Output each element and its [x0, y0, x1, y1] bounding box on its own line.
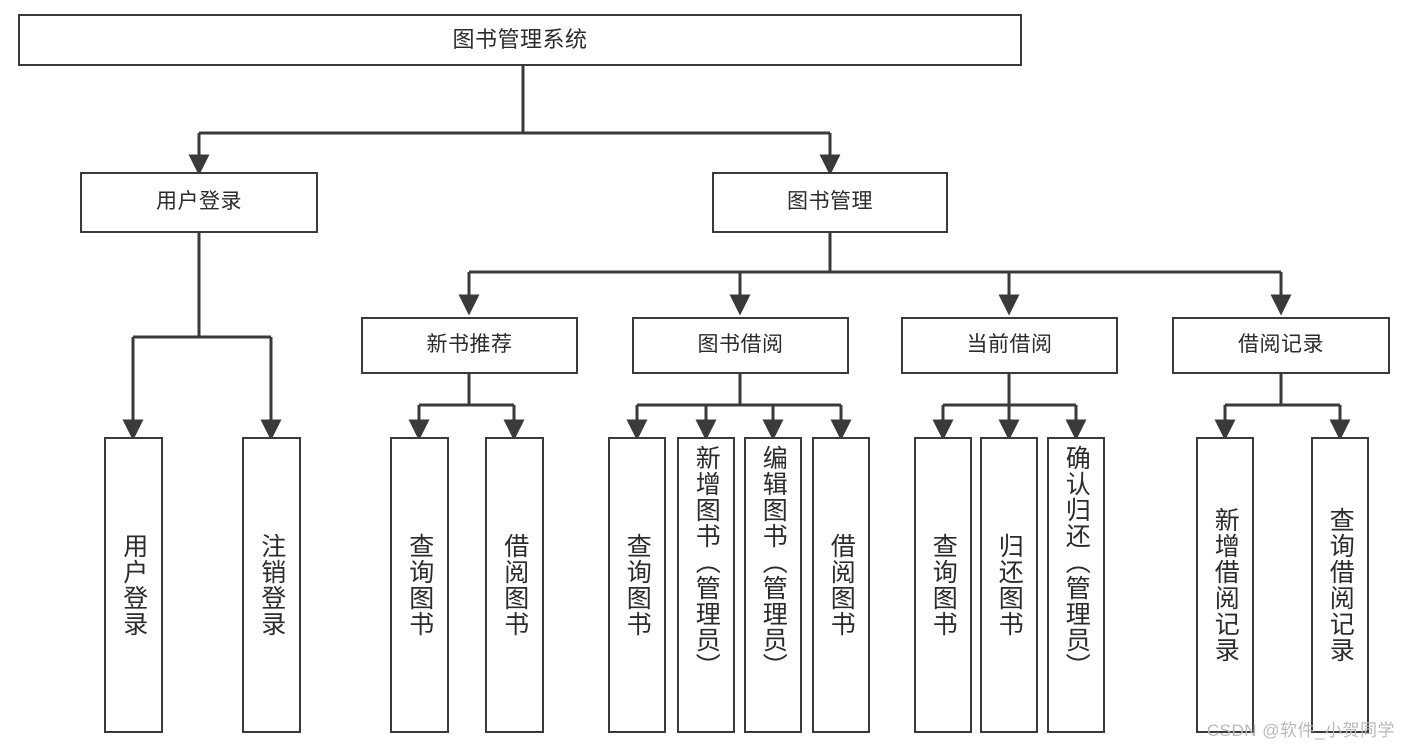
node-label: 图书管理系统 — [452, 27, 588, 53]
node-user-login[interactable]: 用户登录 — [80, 172, 318, 233]
node-leaf-query-book-2[interactable]: 查询图书 — [608, 437, 666, 733]
node-label: 查询图书 — [405, 533, 434, 637]
node-leaf-borrow-book-1[interactable]: 借阅图书 — [485, 437, 544, 733]
node-leaf-query-record[interactable]: 查询借阅记录 — [1311, 437, 1369, 733]
node-leaf-confirm-return[interactable]: 确认归还（管理员） — [1047, 437, 1105, 733]
node-label: 编辑图书（管理员） — [759, 445, 788, 679]
node-leaf-query-book-3[interactable]: 查询图书 — [914, 437, 972, 733]
node-book-borrow[interactable]: 图书借阅 — [632, 317, 849, 374]
node-label: 用户登录 — [119, 533, 148, 637]
node-leaf-edit-book[interactable]: 编辑图书（管理员） — [744, 437, 802, 733]
node-label: 图书借阅 — [697, 333, 784, 357]
node-label: 借阅图书 — [500, 533, 529, 637]
node-label: 借阅记录 — [1238, 333, 1324, 357]
node-label: 查询图书 — [623, 533, 652, 637]
node-label: 用户登录 — [156, 190, 242, 214]
node-new-book-recommend[interactable]: 新书推荐 — [361, 317, 578, 374]
node-label: 注销登录 — [257, 533, 286, 637]
node-leaf-return-book[interactable]: 归还图书 — [980, 437, 1038, 733]
node-leaf-user-login[interactable]: 用户登录 — [104, 437, 163, 733]
node-label: 查询借阅记录 — [1326, 507, 1355, 663]
node-label: 归还图书 — [995, 533, 1024, 637]
node-leaf-add-book[interactable]: 新增图书（管理员） — [677, 437, 735, 733]
node-label: 查询图书 — [929, 533, 958, 637]
node-book-manage[interactable]: 图书管理 — [712, 172, 948, 233]
node-leaf-logout[interactable]: 注销登录 — [242, 437, 301, 733]
node-borrow-record[interactable]: 借阅记录 — [1172, 317, 1390, 374]
node-label: 新书推荐 — [426, 333, 513, 357]
node-leaf-add-record[interactable]: 新增借阅记录 — [1196, 437, 1254, 733]
node-leaf-borrow-book-2[interactable]: 借阅图书 — [812, 437, 870, 733]
node-root-system[interactable]: 图书管理系统 — [18, 14, 1022, 66]
node-label: 新增图书（管理员） — [692, 445, 721, 679]
node-label: 确认归还（管理员） — [1062, 445, 1091, 679]
node-leaf-query-book-1[interactable]: 查询图书 — [390, 437, 449, 733]
node-label: 新增借阅记录 — [1211, 507, 1240, 663]
node-label: 图书管理 — [787, 190, 873, 214]
node-label: 当前借阅 — [966, 333, 1053, 357]
node-label: 借阅图书 — [827, 533, 856, 637]
node-current-borrow[interactable]: 当前借阅 — [901, 317, 1118, 374]
